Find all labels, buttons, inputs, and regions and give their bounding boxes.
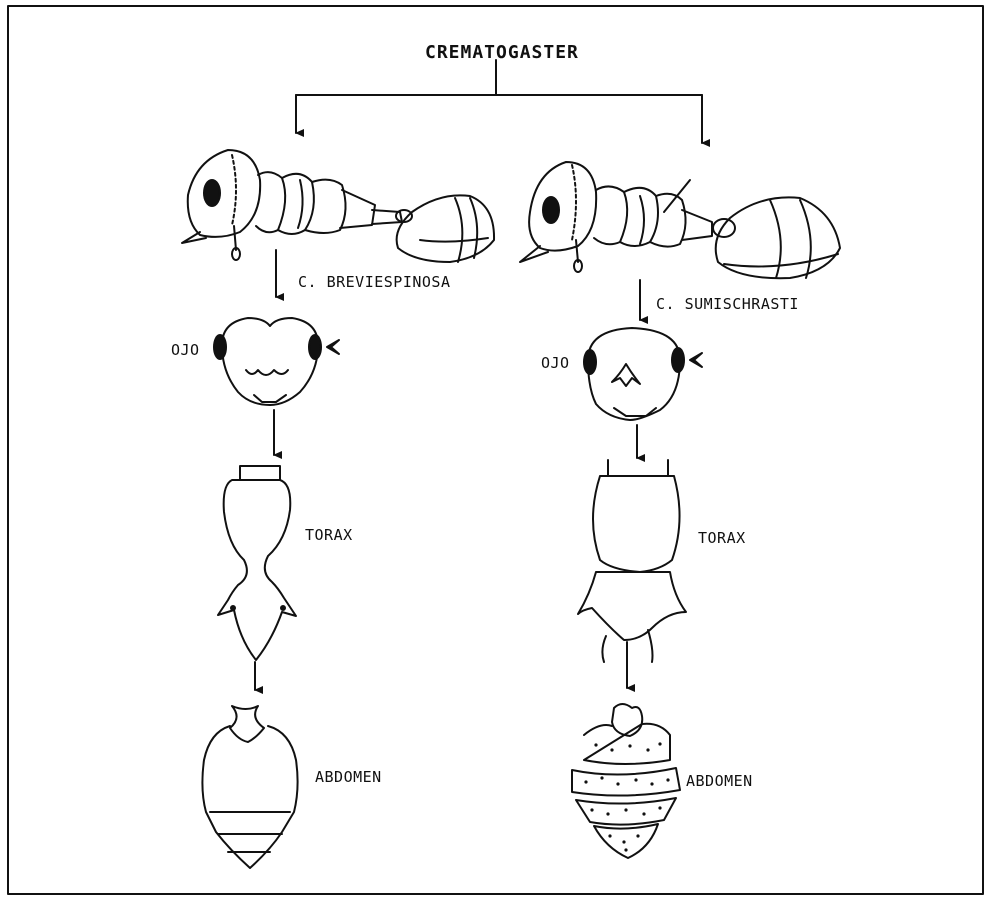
- thorax-label-right: TORAX: [698, 531, 746, 546]
- eye-label-left: OJO: [171, 343, 200, 358]
- thorax-label-left: TORAX: [305, 528, 353, 543]
- figure-border: [8, 6, 983, 894]
- abdomen-label-left: ABDOMEN: [315, 770, 382, 785]
- ant-side-view-breviespinosa: [182, 150, 494, 262]
- head-sumischrasti: [584, 328, 702, 420]
- species-label-right: C. SUMISCHRASTI: [656, 297, 799, 312]
- abdomen-breviespinosa: [202, 706, 297, 868]
- genus-title: CREMATOGASTER: [425, 44, 579, 62]
- thorax-sumischrasti: [578, 460, 686, 662]
- genus-bracket: [296, 60, 702, 143]
- abdomen-label-right: ABDOMEN: [686, 774, 753, 789]
- species-label-left: C. BREVIESPINOSA: [298, 275, 451, 290]
- ant-side-view-sumischrasti: [520, 162, 840, 278]
- head-breviespinosa: [214, 318, 339, 405]
- abdomen-sumischrasti: [572, 704, 680, 858]
- thorax-breviespinosa: [218, 466, 296, 660]
- eye-label-right: OJO: [541, 356, 570, 371]
